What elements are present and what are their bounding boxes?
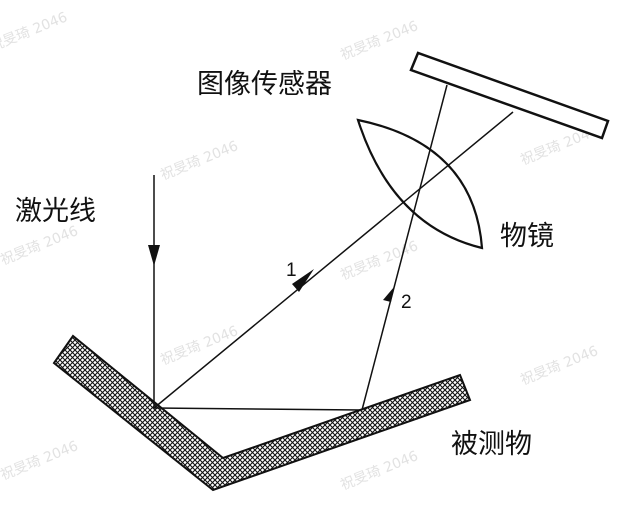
baseline-ray (153, 407, 363, 411)
laser-line-label: 激光线 (15, 196, 96, 227)
object-under-test-label: 被测物 (451, 429, 532, 460)
watermark-text: 祝旻琦 2046 (338, 448, 420, 494)
reflected-ray-2 (361, 84, 448, 411)
ray-1-number: 1 (286, 260, 297, 281)
watermark-text: 祝旻琦 2046 (0, 438, 81, 484)
ray-1-arrow-icon (292, 269, 314, 292)
object-surface (52, 334, 472, 492)
laser-arrow-down-icon (148, 245, 160, 266)
reflected-ray-1 (153, 111, 514, 409)
image-sensor-label: 图像传感器 (197, 69, 332, 100)
objective-lens (356, 118, 484, 250)
objective-lens-label: 物镜 (500, 221, 554, 252)
ray-2-number: 2 (401, 292, 412, 313)
watermark-text: 祝旻琦 2046 (338, 18, 420, 64)
watermark-text: 祝旻琦 2046 (0, 9, 70, 55)
watermark-text: 祝旻琦 2046 (158, 138, 240, 184)
watermark-text: 祝旻琦 2046 (0, 223, 81, 269)
ray-2-arrow-icon (383, 287, 394, 302)
image-sensor-plate (409, 51, 610, 140)
watermark-text: 祝旻琦 2046 (518, 343, 600, 389)
